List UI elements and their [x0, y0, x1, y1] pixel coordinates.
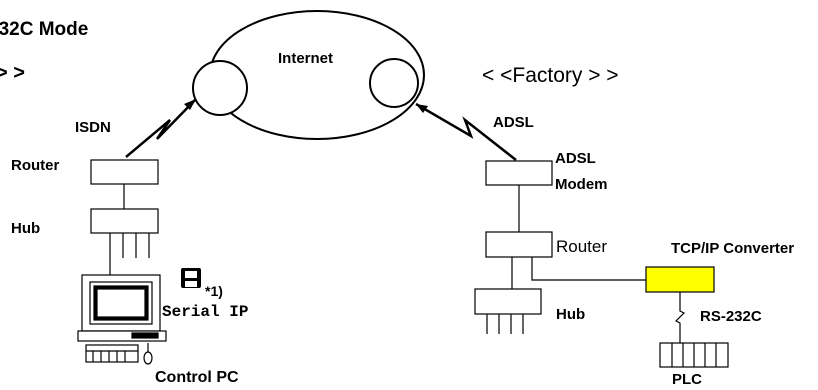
tcpip-converter-label: TCP/IP Converter: [671, 240, 794, 257]
hub-left-ports: [109, 233, 150, 258]
footnote-marker: *1): [205, 283, 223, 299]
office-header: > >: [0, 62, 25, 84]
hub-right-ports: [486, 314, 524, 334]
serial-ip-label: Serial IP: [162, 303, 248, 321]
mode-title: 232C Mode: [0, 19, 88, 40]
desktop-computer-icon: [77, 274, 167, 365]
router-left: [90, 159, 159, 185]
adsl-modem-label-line2: Modem: [555, 176, 608, 193]
plc-label: PLC: [672, 371, 702, 388]
router-left-label: Router: [11, 157, 59, 174]
tcpip-converter: [645, 266, 715, 293]
hub-left: [90, 208, 159, 234]
internet-cloud-left-lobe: [192, 60, 248, 116]
router-right-label: Router: [556, 237, 607, 256]
rs232c-link: [674, 292, 686, 343]
isdn-lightning: [125, 98, 197, 158]
adsl-modem: [485, 160, 553, 186]
adsl-modem-label-line1: ADSL: [555, 150, 596, 167]
rs232c-label: RS-232C: [700, 308, 762, 325]
control-pc-label: Control PC: [155, 369, 239, 386]
factory-header: < <Factory > >: [482, 64, 619, 87]
hub-right-label: Hub: [556, 306, 585, 323]
router-right: [485, 231, 553, 258]
adsl-lightning: [415, 102, 517, 161]
hub-left-label: Hub: [11, 220, 40, 237]
internet-cloud-right-lobe: [369, 58, 419, 108]
internet-label: Internet: [278, 50, 333, 67]
floppy-disk-icon: [181, 268, 201, 288]
adsl-label: ADSL: [493, 114, 534, 131]
plc: [659, 342, 729, 368]
hub-right: [474, 288, 542, 315]
isdn-label: ISDN: [75, 119, 111, 136]
